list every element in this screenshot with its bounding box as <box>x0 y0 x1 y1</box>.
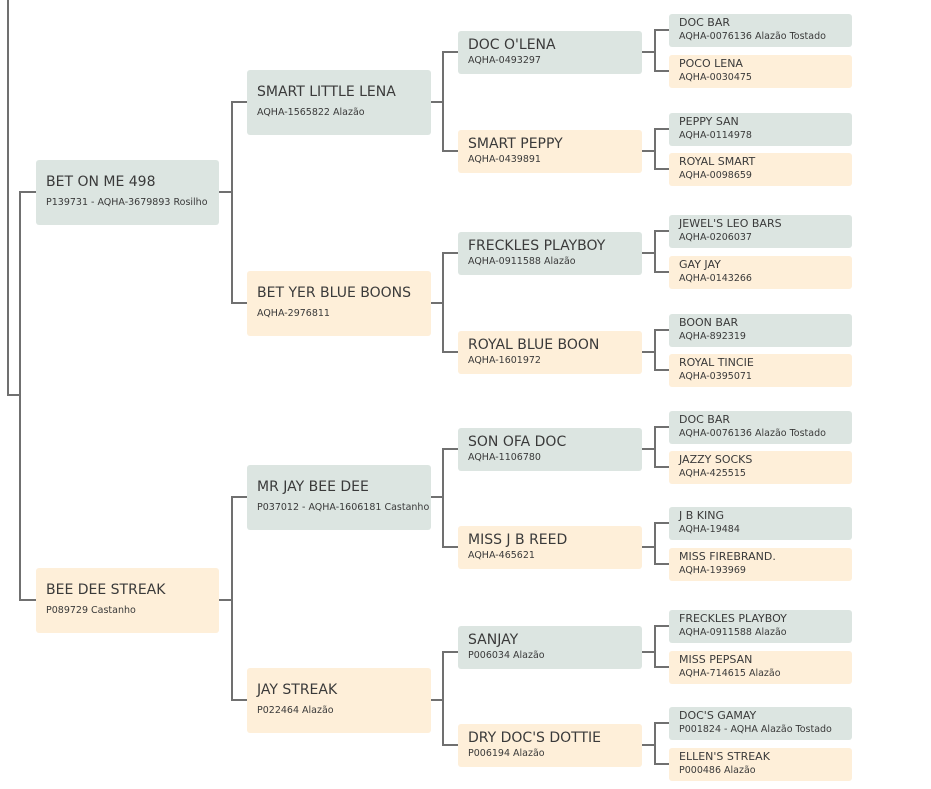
g4-node[interactable]: ELLEN'S STREAK P000486 Alazão <box>669 748 852 781</box>
horse-name: DRY DOC'S DOTTIE <box>468 730 602 746</box>
horse-name: MISS J B REED <box>468 532 568 548</box>
g4-node[interactable]: MISS FIREBRAND. AQHA-193969 <box>669 548 852 581</box>
g4-node[interactable]: FRECKLES PLAYBOY AQHA-0911588 Alazão <box>669 610 852 643</box>
horse-registry-info: P139731 - AQHA-3679893 Rosilho <box>46 197 208 209</box>
horse-registry-info: AQHA-0911588 Alazão <box>468 256 576 268</box>
g1-sire-node[interactable]: BET ON ME 498 P139731 - AQHA-3679893 Ros… <box>36 160 219 225</box>
horse-registry-info: AQHA-1601972 <box>468 355 541 367</box>
horse-registry-info: AQHA-714615 Alazão <box>679 667 781 679</box>
horse-registry-info: AQHA-0493297 <box>468 55 541 67</box>
horse-name: JEWEL'S LEO BARS <box>679 217 782 230</box>
horse-registry-info: AQHA-0114978 <box>679 129 752 141</box>
horse-name: BOON BAR <box>679 316 739 329</box>
horse-name: POCO LENA <box>679 57 743 70</box>
g2-node[interactable]: SMART LITTLE LENA AQHA-1565822 Alazão <box>247 70 431 135</box>
horse-registry-info: AQHA-0911588 Alazão <box>679 626 787 638</box>
horse-name: DOC BAR <box>679 16 731 29</box>
horse-name: MISS FIREBRAND. <box>679 550 776 563</box>
horse-name: DOC'S GAMAY <box>679 709 757 722</box>
g3-node[interactable]: ROYAL BLUE BOON AQHA-1601972 <box>458 331 642 374</box>
horse-name: ROYAL TINCIE <box>679 356 754 369</box>
horse-name: BET ON ME 498 <box>46 174 156 190</box>
horse-registry-info: AQHA-2976811 <box>257 308 330 320</box>
horse-name: DOC O'LENA <box>468 37 556 53</box>
g4-node[interactable]: DOC BAR AQHA-0076136 Alazão Tostado <box>669 14 852 47</box>
g3-node[interactable]: MISS J B REED AQHA-465621 <box>458 526 642 569</box>
g3-node[interactable]: DRY DOC'S DOTTIE P006194 Alazão <box>458 724 642 767</box>
horse-name: J B KING <box>679 509 724 522</box>
g2-node[interactable]: BET YER BLUE BOONS AQHA-2976811 <box>247 271 431 336</box>
g3-node[interactable]: SMART PEPPY AQHA-0439891 <box>458 130 642 173</box>
g2-node[interactable]: JAY STREAK P022464 Alazão <box>247 668 431 733</box>
horse-registry-info: AQHA-465621 <box>468 550 535 562</box>
g4-node[interactable]: JAZZY SOCKS AQHA-425515 <box>669 451 852 484</box>
horse-name: FRECKLES PLAYBOY <box>468 238 606 254</box>
horse-registry-info: AQHA-892319 <box>679 330 746 342</box>
g4-node[interactable]: J B KING AQHA-19484 <box>669 507 852 540</box>
horse-registry-info: P006194 Alazão <box>468 748 545 760</box>
horse-registry-info: AQHA-0076136 Alazão Tostado <box>679 30 826 42</box>
g1-dam-node[interactable]: BEE DEE STREAK P089729 Castanho <box>36 568 219 633</box>
horse-name: BEE DEE STREAK <box>46 582 166 598</box>
horse-registry-info: AQHA-1565822 Alazão <box>257 107 365 119</box>
horse-registry-info: AQHA-425515 <box>679 467 746 479</box>
g4-node[interactable]: PEPPY SAN AQHA-0114978 <box>669 113 852 146</box>
g4-node[interactable]: BOON BAR AQHA-892319 <box>669 314 852 347</box>
horse-registry-info: P089729 Castanho <box>46 605 136 617</box>
horse-registry-info: AQHA-0395071 <box>679 370 752 382</box>
horse-name: SMART PEPPY <box>468 136 563 152</box>
g3-node[interactable]: SON OFA DOC AQHA-1106780 <box>458 428 642 471</box>
g3-node[interactable]: SANJAY P006034 Alazão <box>458 626 642 669</box>
horse-registry-info: P006034 Alazão <box>468 650 545 662</box>
horse-registry-info: AQHA-193969 <box>679 564 746 576</box>
horse-name: PEPPY SAN <box>679 115 739 128</box>
g2-node[interactable]: MR JAY BEE DEE P037012 - AQHA-1606181 Ca… <box>247 465 431 530</box>
horse-name: ROYAL BLUE BOON <box>468 337 600 353</box>
horse-name: SMART LITTLE LENA <box>257 84 396 100</box>
horse-name: DOC BAR <box>679 413 731 426</box>
horse-registry-info: AQHA-0143266 <box>679 272 752 284</box>
g4-node[interactable]: ROYAL SMART AQHA-0098659 <box>669 153 852 186</box>
horse-registry-info: AQHA-0030475 <box>679 71 752 83</box>
horse-name: SON OFA DOC <box>468 434 567 450</box>
horse-name: ELLEN'S STREAK <box>679 750 770 763</box>
horse-name: GAY JAY <box>679 258 721 271</box>
g4-node[interactable]: POCO LENA AQHA-0030475 <box>669 55 852 88</box>
horse-registry-info: AQHA-0098659 <box>679 169 752 181</box>
g4-node[interactable]: DOC'S GAMAY P001824 - AQHA Alazão Tostad… <box>669 707 852 740</box>
horse-registry-info: AQHA-0076136 Alazão Tostado <box>679 427 826 439</box>
horse-registry-info: P037012 - AQHA-1606181 Castanho <box>257 502 430 514</box>
horse-registry-info: P001824 - AQHA Alazão Tostado <box>679 723 832 735</box>
horse-registry-info: AQHA-19484 <box>679 523 740 535</box>
horse-name: JAY STREAK <box>257 682 338 698</box>
g3-node[interactable]: DOC O'LENA AQHA-0493297 <box>458 31 642 74</box>
g4-node[interactable]: GAY JAY AQHA-0143266 <box>669 256 852 289</box>
horse-name: BET YER BLUE BOONS <box>257 285 412 301</box>
horse-name: ROYAL SMART <box>679 155 756 168</box>
horse-registry-info: AQHA-1106780 <box>468 452 541 464</box>
horse-name: FRECKLES PLAYBOY <box>679 612 787 625</box>
horse-registry-info: P022464 Alazão <box>257 705 334 717</box>
horse-registry-info: AQHA-0206037 <box>679 231 752 243</box>
g4-node[interactable]: MISS PEPSAN AQHA-714615 Alazão <box>669 651 852 684</box>
horse-name: SANJAY <box>468 632 519 648</box>
horse-name: JAZZY SOCKS <box>679 453 753 466</box>
horse-name: MR JAY BEE DEE <box>257 479 369 495</box>
g3-node[interactable]: FRECKLES PLAYBOY AQHA-0911588 Alazão <box>458 232 642 275</box>
horse-name: MISS PEPSAN <box>679 653 753 666</box>
g4-node[interactable]: JEWEL'S LEO BARS AQHA-0206037 <box>669 215 852 248</box>
horse-registry-info: AQHA-0439891 <box>468 154 541 166</box>
g4-node[interactable]: DOC BAR AQHA-0076136 Alazão Tostado <box>669 411 852 444</box>
g4-node[interactable]: ROYAL TINCIE AQHA-0395071 <box>669 354 852 387</box>
horse-registry-info: P000486 Alazão <box>679 764 756 776</box>
